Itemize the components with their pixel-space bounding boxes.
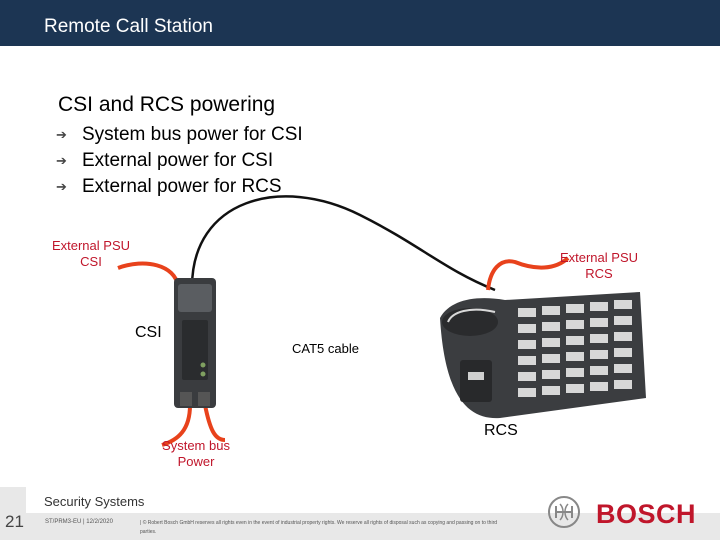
slide-title: CSI and RCS powering [58, 93, 276, 116]
bullet-item: ➔ External power for CSI [56, 148, 303, 174]
arrow-right-icon: ➔ [56, 153, 67, 168]
system-bus-cable-right [203, 404, 226, 442]
label-rcs: RCS [484, 422, 518, 439]
cat5-cable [190, 195, 496, 292]
footer-info: ST/PRM3-EU | 12/2/2020 [45, 519, 113, 525]
label-csi: CSI [135, 324, 162, 341]
footer-section-name: Security Systems [44, 494, 145, 509]
label-system-bus-power: System bus Power [162, 438, 230, 469]
ext-psu-rcs-cable [486, 256, 570, 291]
bullet-text: System bus power for CSI [82, 124, 303, 145]
label-cat5-cable: CAT5 cable [292, 341, 359, 356]
arrow-right-icon: ➔ [56, 127, 67, 142]
bullet-item: ➔ System bus power for CSI [56, 122, 303, 148]
bullet-text: External power for RCS [82, 176, 282, 197]
copyright-notice: | © Robert Bosch GmbH reserves all right… [140, 520, 498, 535]
page-number: 21 [5, 512, 24, 531]
bullet-item: ➔ External power for RCS [56, 174, 303, 200]
arrow-right-icon: ➔ [56, 179, 67, 194]
rcs-device [440, 292, 646, 419]
csi-device [174, 278, 216, 408]
header-title: Remote Call Station [44, 16, 213, 37]
system-bus-cable-left [161, 404, 192, 447]
header-bar: Remote Call Station [0, 0, 720, 46]
bosch-logo: BOSCH [596, 499, 697, 529]
footer-top-strip [26, 487, 720, 513]
bullet-list: ➔ System bus power for CSI ➔ External powe… [56, 122, 303, 200]
bullet-text: External power for CSI [82, 150, 274, 171]
label-external-psu-csi: External PSU CSI [51, 238, 131, 269]
bosch-armature-logo-icon [548, 496, 580, 528]
label-external-psu-rcs: External PSU RCS [559, 250, 639, 281]
